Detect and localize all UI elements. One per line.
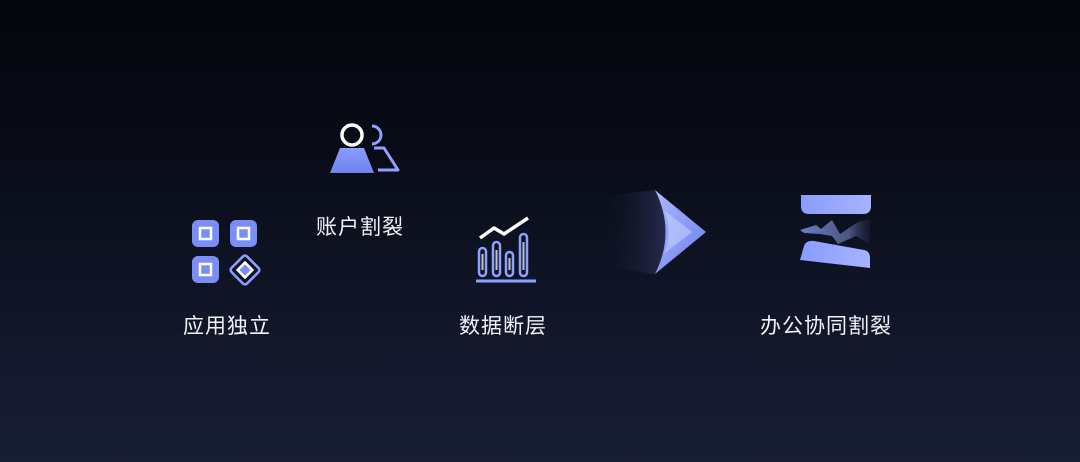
users-icon — [330, 123, 400, 173]
arrow-right-icon — [600, 190, 706, 274]
apps-grid-icon — [192, 220, 261, 286]
split-break-icon — [800, 195, 871, 268]
node-label: 数据断层 — [459, 314, 547, 338]
node-label: 应用独立 — [183, 314, 271, 338]
chart-icon — [476, 216, 536, 283]
node-label: 账户割裂 — [316, 215, 404, 239]
node-label: 办公协同割裂 — [760, 314, 892, 338]
